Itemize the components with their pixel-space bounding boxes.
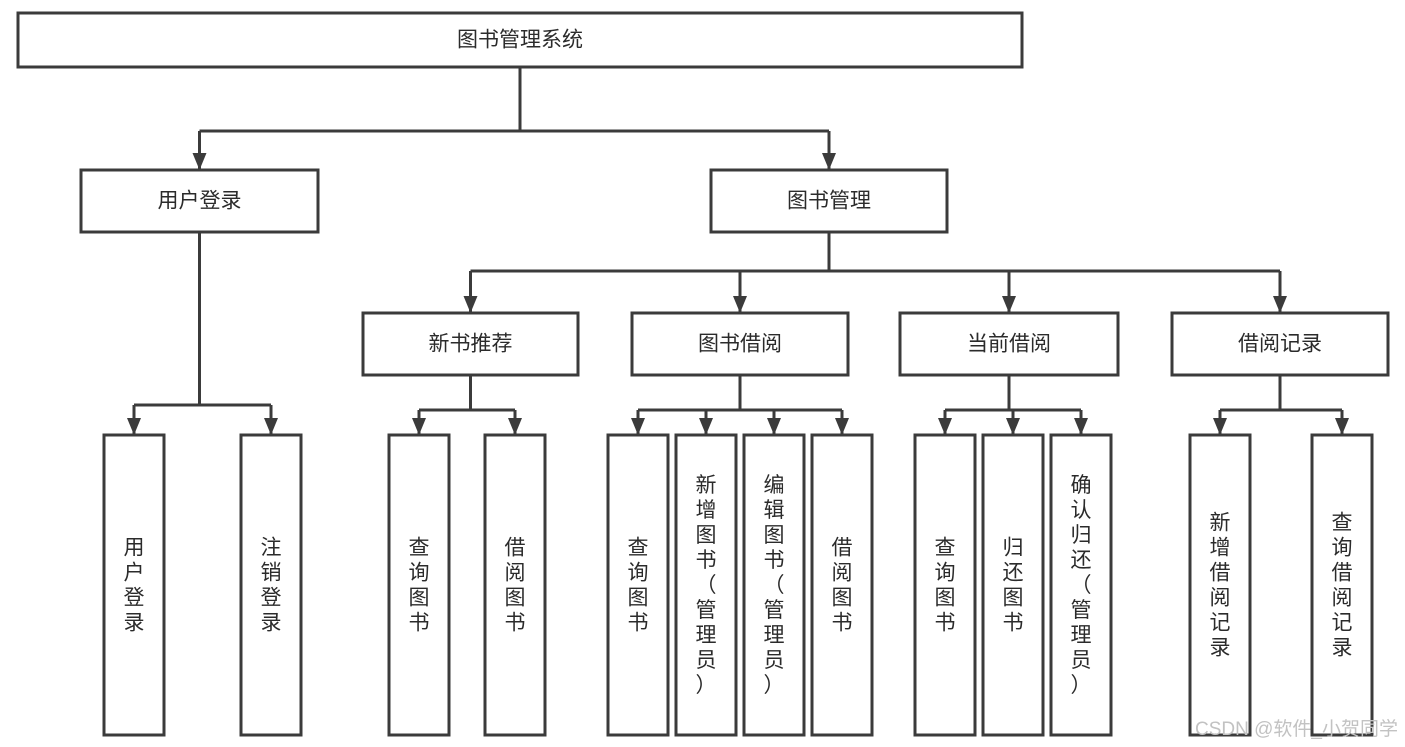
- watermark-text: CSDN @软件_小贺同学: [1195, 718, 1398, 740]
- node-leaf-borrow-book-rec[interactable]: 借阅图书: [483, 433, 547, 737]
- node-leaf-query-record[interactable]: 查询借阅记录: [1310, 433, 1374, 737]
- node-borrow-record-box[interactable]: [1170, 311, 1390, 377]
- node-leaf-add-record-label: 新增借阅记录: [1210, 512, 1231, 660]
- node-leaf-add-book[interactable]: 新增图书（管理员）: [674, 433, 738, 737]
- node-leaf-query-book-cur[interactable]: 查询图书: [913, 433, 977, 737]
- arrow-head-icon: [699, 418, 713, 435]
- node-leaf-return-book-label: 归还图书: [1003, 537, 1024, 635]
- node-book-manage[interactable]: 图书管理: [709, 168, 949, 234]
- node-leaf-query-book-borrow-label: 查询图书: [628, 537, 649, 635]
- arrow-head-icon: [508, 418, 522, 435]
- node-book-borrow-label: 图书借阅: [698, 333, 782, 356]
- node-leaf-add-book-box[interactable]: [674, 433, 738, 737]
- arrow-head-icon: [264, 418, 278, 435]
- arrow-head-icon: [1335, 418, 1349, 435]
- node-leaf-query-record-label: 查询借阅记录: [1332, 512, 1353, 660]
- node-borrow-record-label: 借阅记录: [1238, 333, 1322, 356]
- node-leaf-return-book[interactable]: 归还图书: [981, 433, 1045, 737]
- node-leaf-user-login[interactable]: 用户登录: [102, 433, 166, 737]
- node-leaf-user-login-box[interactable]: [102, 433, 166, 737]
- node-root-box[interactable]: [16, 11, 1024, 69]
- node-leaf-confirm-return-label: 确认归还（管理员）: [1071, 474, 1092, 697]
- node-current-borrow-label: 当前借阅: [967, 333, 1051, 356]
- arrow-head-icon: [733, 296, 747, 313]
- arrow-head-icon: [1213, 418, 1227, 435]
- node-leaf-query-record-box[interactable]: [1310, 433, 1374, 737]
- connector-book-borrow: [631, 375, 849, 435]
- node-current-borrow[interactable]: 当前借阅: [898, 311, 1120, 377]
- connector-layer: [127, 67, 1349, 435]
- node-layer: 图书管理系统用户登录图书管理新书推荐图书借阅当前借阅借阅记录用户登录注销登录查询…: [16, 11, 1390, 737]
- arrow-head-icon: [822, 153, 836, 170]
- node-leaf-query-book-borrow-box[interactable]: [606, 433, 670, 737]
- node-leaf-borrow-book-rec-box[interactable]: [483, 433, 547, 737]
- node-user-login[interactable]: 用户登录: [79, 168, 320, 234]
- node-leaf-query-book-rec-box[interactable]: [387, 433, 451, 737]
- arrow-head-icon: [463, 296, 478, 313]
- node-new-book-rec-label: 新书推荐: [429, 333, 513, 356]
- node-leaf-edit-book-label: 编辑图书（管理员）: [764, 474, 785, 697]
- node-leaf-borrow-book-box[interactable]: [810, 433, 874, 737]
- connector-root: [192, 67, 836, 170]
- arrow-head-icon: [192, 153, 207, 170]
- node-leaf-add-record[interactable]: 新增借阅记录: [1188, 433, 1252, 737]
- node-leaf-return-book-box[interactable]: [981, 433, 1045, 737]
- connector-new-book-rec: [412, 375, 522, 435]
- node-book-manage-box[interactable]: [709, 168, 949, 234]
- node-leaf-query-book-rec-label: 查询图书: [409, 537, 430, 635]
- node-new-book-rec[interactable]: 新书推荐: [361, 311, 580, 377]
- node-book-borrow-box[interactable]: [630, 311, 850, 377]
- connector-current-borrow: [938, 375, 1088, 435]
- arrow-head-icon: [1006, 418, 1020, 435]
- arrow-head-icon: [412, 418, 426, 435]
- node-leaf-borrow-book-rec-label: 借阅图书: [505, 537, 526, 635]
- node-leaf-add-book-label: 新增图书（管理员）: [696, 474, 717, 697]
- arrow-head-icon: [835, 418, 849, 435]
- connector-book-manage: [463, 232, 1287, 313]
- arrow-head-icon: [1273, 296, 1287, 313]
- node-new-book-rec-box[interactable]: [361, 311, 580, 377]
- node-leaf-user-login-label: 用户登录: [124, 537, 145, 635]
- arrow-head-icon: [631, 418, 645, 435]
- arrow-head-icon: [1074, 418, 1088, 435]
- node-leaf-borrow-book-label: 借阅图书: [832, 537, 853, 635]
- node-leaf-query-book-rec[interactable]: 查询图书: [387, 433, 451, 737]
- arrow-head-icon: [767, 418, 781, 435]
- connector-user-login: [127, 232, 278, 435]
- node-leaf-query-book-cur-box[interactable]: [913, 433, 977, 737]
- node-current-borrow-box[interactable]: [898, 311, 1120, 377]
- connector-borrow-record: [1213, 375, 1349, 435]
- node-leaf-edit-book-box[interactable]: [742, 433, 806, 737]
- node-leaf-borrow-book[interactable]: 借阅图书: [810, 433, 874, 737]
- node-book-manage-label: 图书管理: [787, 190, 871, 213]
- node-root[interactable]: 图书管理系统: [16, 11, 1024, 69]
- node-leaf-user-logout-box[interactable]: [239, 433, 303, 737]
- node-leaf-confirm-return[interactable]: 确认归还（管理员）: [1049, 433, 1113, 737]
- node-leaf-edit-book[interactable]: 编辑图书（管理员）: [742, 433, 806, 737]
- node-book-borrow[interactable]: 图书借阅: [630, 311, 850, 377]
- arrow-head-icon: [1002, 296, 1016, 313]
- node-user-login-label: 用户登录: [158, 190, 242, 213]
- node-borrow-record[interactable]: 借阅记录: [1170, 311, 1390, 377]
- node-leaf-confirm-return-box[interactable]: [1049, 433, 1113, 737]
- arrow-head-icon: [938, 418, 952, 435]
- arrow-head-icon: [127, 418, 141, 435]
- node-leaf-query-book-cur-label: 查询图书: [935, 537, 956, 635]
- node-user-login-box[interactable]: [79, 168, 320, 234]
- node-leaf-user-logout-label: 注销登录: [261, 537, 282, 635]
- node-root-label: 图书管理系统: [457, 29, 583, 52]
- node-leaf-add-record-box[interactable]: [1188, 433, 1252, 737]
- node-leaf-query-book-borrow[interactable]: 查询图书: [606, 433, 670, 737]
- node-leaf-user-logout[interactable]: 注销登录: [239, 433, 303, 737]
